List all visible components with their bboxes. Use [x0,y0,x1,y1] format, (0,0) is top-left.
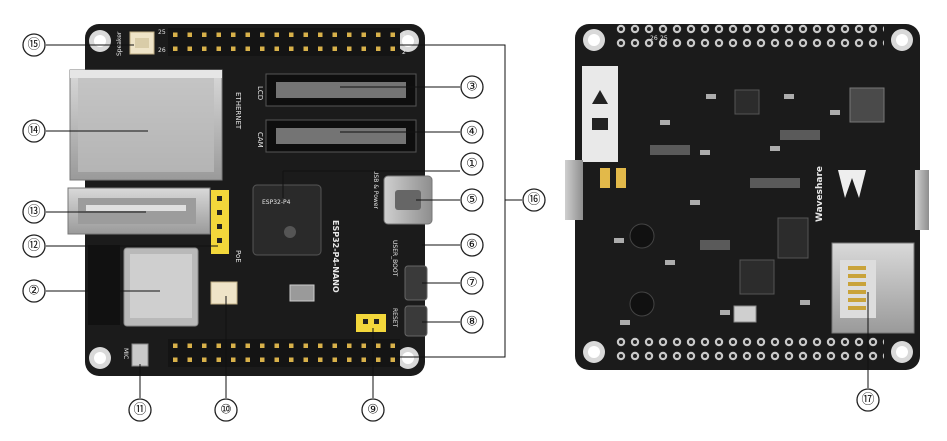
mic-label: MIC [122,348,129,359]
callout-5-label: ⑤ [466,193,478,208]
callout-11: ⑪ [128,398,152,422]
callout-7-label: ⑦ [466,276,478,291]
callout-9: ⑨ [361,398,385,422]
callout-16-label: ⑯ [527,193,540,208]
pin-label-26-top: 26 [158,47,166,54]
jumper-header [356,314,386,332]
ethernet-jack [69,69,223,181]
callout-4-label: ④ [466,125,478,140]
brand-label: Waveshare [815,166,825,222]
callout-3: ③ [460,75,484,99]
callout-6: ⑥ [460,233,484,257]
callout-13: ⑬ [22,200,46,224]
callout-2-label: ② [28,284,40,299]
callout-15-label: ⑮ [27,38,40,53]
ethernet-label: ETHERNET [234,92,242,130]
callout-2: ② [22,279,46,303]
reset-button [404,305,428,337]
pin-label-25-back: 25 [660,35,668,42]
leader-lines [46,44,869,398]
callout-8-label: ⑧ [466,315,478,330]
callout-16: ⑯ [522,188,546,212]
callout-13-label: ⑬ [27,205,40,220]
callout-6-label: ⑥ [466,238,478,253]
callout-4: ④ [460,120,484,144]
callout-1-label: ① [466,157,478,172]
callout-11-label: ⑪ [133,403,146,418]
usb-power-label: USB & Power [372,170,379,209]
callout-12-label: ⑫ [27,239,40,254]
board-back: Waveshare [565,22,929,370]
callout-10: ⑩ [214,398,238,422]
mounting-holes-front [89,30,419,369]
pin-label-25-top: 25 [158,29,166,36]
cam-connector [265,119,417,153]
poe-header [211,190,229,254]
pin-label-2-top: 2 [402,49,406,56]
reset-label: RESET [391,308,398,328]
header-pads-top [614,22,884,50]
usb-a-port [67,187,211,235]
lcd-connector [265,73,417,107]
microsd-slot [831,242,915,334]
board-front: Speaker ETHERNET PoE LCD [67,24,433,376]
callout-14: ⑭ [22,119,46,143]
header-pads-bottom [614,335,884,363]
pin-header-top [168,28,400,56]
wireless-module [123,247,199,327]
chip-marking: ESP32-P4 [262,199,291,206]
pin-label-1-top: 1 [402,31,406,38]
callout-1: ① [460,152,484,176]
model-label: ESP32-P4-NANO [331,220,340,293]
poe-label: PoE [234,250,242,263]
cam-label: CAM [256,132,264,148]
user-boot-label: USER_BOOT [391,240,398,277]
esp32-p4-chip [252,184,322,256]
callout-7: ⑦ [460,271,484,295]
certification-panel [582,66,618,162]
callout-9-label: ⑨ [367,403,379,418]
callout-10-label: ⑩ [220,403,232,418]
battery-connector [210,281,238,305]
callout-14-label: ⑭ [27,124,40,139]
inductor [849,87,885,123]
microphone [131,343,149,367]
callout-3-label: ③ [466,80,478,95]
callout-8: ⑧ [460,310,484,334]
callout-17-label: ⑰ [861,393,874,408]
callout-5: ⑤ [460,188,484,212]
callout-15: ⑮ [22,33,46,57]
usb-c-port [383,175,433,225]
pin-header-bottom [168,339,400,367]
speaker-label: Speaker [116,31,123,56]
callout-12: ⑫ [22,234,46,258]
pin-label-26-back: 26 [650,35,658,42]
callout-17: ⑰ [856,388,880,412]
lcd-label: LCD [256,86,264,100]
